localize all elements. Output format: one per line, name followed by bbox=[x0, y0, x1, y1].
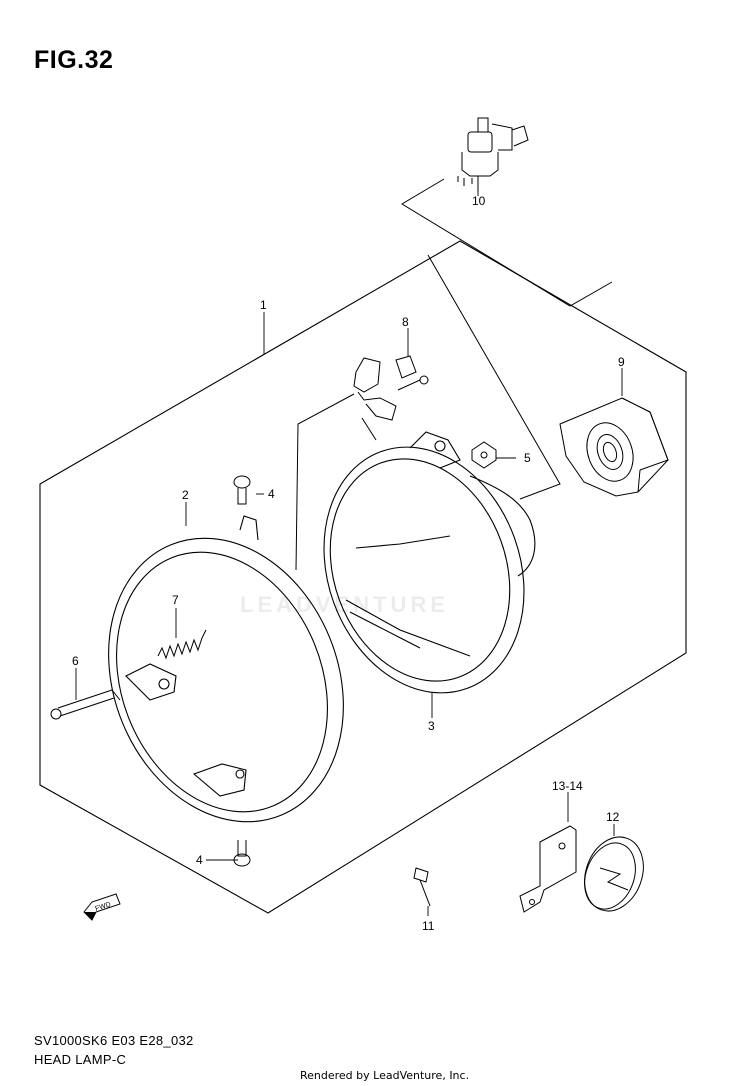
rim-part-2 bbox=[108, 515, 344, 823]
figure-name: HEAD LAMP-C bbox=[34, 1052, 127, 1067]
callout-7: 7 bbox=[172, 593, 179, 607]
bracket-leader bbox=[295, 393, 377, 571]
screw-part-4-bottom bbox=[233, 840, 251, 867]
callout-10: 10 bbox=[472, 194, 486, 208]
screw-part-11 bbox=[413, 867, 431, 907]
callout-9: 9 bbox=[618, 355, 625, 369]
leader-lines bbox=[75, 192, 623, 916]
callout-3: 3 bbox=[428, 719, 435, 733]
assembly-outline bbox=[39, 240, 687, 914]
callout-12: 12 bbox=[606, 810, 620, 824]
bracket-part-13-14 bbox=[519, 825, 577, 913]
socket-cover-part-9 bbox=[559, 397, 669, 497]
screw-part-4-top bbox=[233, 475, 251, 505]
screw-part-6 bbox=[50, 689, 121, 720]
fwd-arrow-icon: FWD bbox=[83, 893, 121, 921]
callout-1: 1 bbox=[260, 298, 267, 312]
fwd-label: FWD bbox=[94, 901, 111, 913]
callout-2: 2 bbox=[182, 488, 189, 502]
figure-code: SV1000SK6 E03 E28_032 bbox=[34, 1033, 194, 1048]
callout-8: 8 bbox=[402, 315, 409, 329]
figure-title: FIG.32 bbox=[34, 46, 114, 74]
bracket-part-8 bbox=[353, 355, 429, 421]
nut-part-5 bbox=[471, 441, 497, 469]
callout-6: 6 bbox=[72, 654, 79, 668]
callout-13-14: 13-14 bbox=[552, 779, 583, 793]
callout-4-top: 4 bbox=[268, 487, 275, 501]
bulb-part-10 bbox=[457, 117, 529, 192]
headlamp-unit-part-3 bbox=[323, 431, 536, 694]
reflector-part-12 bbox=[584, 836, 644, 912]
callout-11: 11 bbox=[422, 919, 435, 933]
callout-5: 5 bbox=[524, 451, 531, 465]
rendered-by: Rendered by LeadVenture, Inc. bbox=[300, 1069, 470, 1082]
bulb-bracket-lines bbox=[401, 178, 613, 500]
spring-part-7 bbox=[157, 629, 207, 660]
watermark-text: LEADVENTURE bbox=[240, 592, 449, 617]
callout-4-bottom: 4 bbox=[196, 853, 203, 867]
